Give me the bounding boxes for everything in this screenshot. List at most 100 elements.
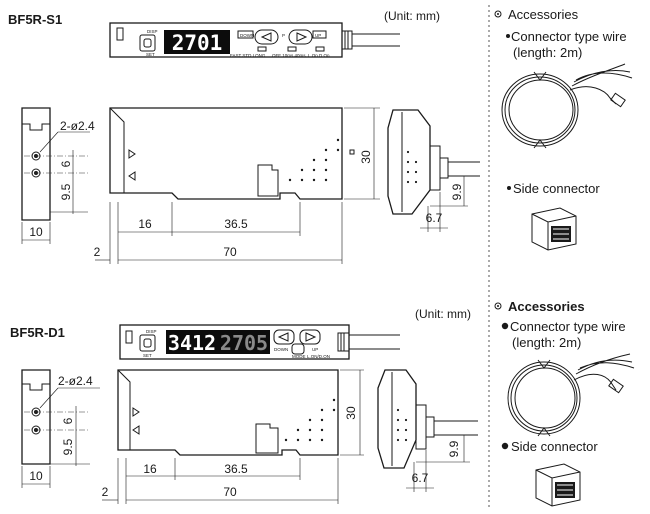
overhang-dim: 2 bbox=[94, 245, 101, 259]
rear-view-body bbox=[387, 109, 431, 215]
width-dim: 10 bbox=[29, 469, 43, 483]
cable-height-dim: 9.9 bbox=[447, 440, 461, 457]
accessory-wire-length: (length: 2m) bbox=[512, 335, 581, 350]
cable bbox=[352, 33, 400, 47]
dip-switch-1 bbox=[257, 46, 267, 52]
overhang-dim: 2 bbox=[102, 485, 109, 499]
side-view-body bbox=[117, 369, 339, 456]
seg-a-dim: 16 bbox=[143, 462, 157, 476]
model-title: BF5R-S1 bbox=[8, 12, 62, 27]
accessory-wire-length: (length: 2m) bbox=[513, 45, 582, 60]
rear-view-boot-tip bbox=[439, 157, 449, 179]
p-label: P bbox=[282, 33, 285, 38]
accessories-title: Accessories bbox=[508, 299, 585, 314]
hole-offset-dim: 9.5 bbox=[59, 183, 73, 200]
model-section-bf5r-s1: BF5R-S1 (Unit: mm) DISP SET 2701 DOWN P … bbox=[8, 9, 480, 264]
accessory-side-connector: Side connector bbox=[513, 181, 600, 196]
rear-view-body bbox=[377, 369, 417, 469]
hole-pitch-dim: 6 bbox=[59, 160, 73, 167]
unit-label: (Unit: mm) bbox=[415, 307, 471, 321]
down-label-box bbox=[237, 30, 254, 39]
up-button bbox=[299, 329, 321, 345]
set-label: SET bbox=[146, 52, 155, 57]
seg-a-dim: 16 bbox=[138, 217, 152, 231]
top-view-latch bbox=[125, 330, 133, 344]
down-button bbox=[273, 329, 295, 345]
hole-dia-dim: 2-ø2.4 bbox=[60, 119, 95, 133]
accessories-panel-2: Accessories Connector type wire (length:… bbox=[494, 299, 635, 507]
section-bullet-icon bbox=[494, 302, 502, 310]
side-connector-illustration bbox=[531, 207, 577, 251]
end-view: 2-ø2.4 6 9.5 10 bbox=[21, 369, 100, 488]
cable bbox=[349, 334, 400, 350]
up-label: UP bbox=[312, 347, 318, 352]
section-bullet-icon-dot bbox=[497, 305, 499, 307]
rear-view: 9.9 6.7 bbox=[377, 369, 478, 492]
connector-socket bbox=[257, 164, 279, 197]
accessories-title: Accessories bbox=[508, 7, 579, 22]
set-label: SET bbox=[143, 353, 152, 358]
lcd-display bbox=[164, 30, 230, 54]
rear-view-boot bbox=[429, 145, 441, 191]
rear-vent-grid bbox=[406, 150, 418, 184]
set-button-inner bbox=[143, 338, 152, 348]
up-arrow-icon bbox=[296, 32, 308, 42]
side-view-notch bbox=[349, 149, 355, 155]
indicator-arrow-icon bbox=[132, 425, 140, 435]
disp-label: DISP bbox=[146, 329, 157, 334]
switch-labels-2: OFF 10ms 40ms bbox=[272, 53, 306, 58]
hole-leader bbox=[39, 131, 59, 153]
switch-labels-3: L.On D.On bbox=[308, 53, 330, 58]
vent-grid bbox=[288, 138, 340, 182]
model-section-bf5r-d1: BF5R-D1 (Unit: mm) DISP SET 3412 2705 DO… bbox=[10, 307, 478, 504]
end-view: 2-ø2.4 6 9.5 10 bbox=[21, 107, 95, 244]
lon-label: L.ON/D.ON bbox=[307, 354, 330, 359]
height-dim: 30 bbox=[359, 150, 373, 164]
end-view-rail bbox=[22, 383, 50, 391]
indicator-arrow-icon bbox=[128, 171, 136, 181]
end-view-rail bbox=[22, 123, 50, 131]
cable-height-dim: 9.9 bbox=[450, 183, 464, 200]
dip-switch-2 bbox=[287, 46, 297, 52]
up-label: UP bbox=[315, 33, 321, 38]
lcd-main-value: 2701 bbox=[172, 31, 223, 55]
rear-view-cable bbox=[434, 420, 478, 436]
side-view-step bbox=[117, 369, 131, 450]
down-label: DOWN bbox=[274, 347, 288, 352]
list-bullet bbox=[507, 186, 511, 190]
vent-grid bbox=[284, 398, 336, 442]
mode-button bbox=[291, 343, 305, 355]
list-bullet bbox=[506, 34, 510, 38]
up-arrow-icon bbox=[305, 332, 317, 342]
hole-dia-dim: 2-ø2.4 bbox=[58, 374, 93, 388]
width-dim: 10 bbox=[29, 225, 43, 239]
hole-leader bbox=[39, 387, 59, 409]
switch-labels: FAST STD LONG bbox=[230, 53, 266, 58]
rear-view-cable bbox=[448, 161, 480, 177]
section-bullet-icon-dot bbox=[497, 13, 499, 15]
down-arrow-icon bbox=[260, 32, 272, 42]
side-view-step bbox=[109, 107, 125, 193]
length-dim: 70 bbox=[223, 245, 237, 259]
down-button bbox=[254, 29, 279, 45]
top-view-latch bbox=[116, 27, 124, 41]
model-title: BF5R-D1 bbox=[10, 325, 65, 340]
lcd-sub-value: 2705 bbox=[220, 331, 268, 355]
indicator-arrow-icon bbox=[132, 407, 140, 417]
accessories-panel-1: Accessories Connector type wire (length:… bbox=[494, 7, 633, 251]
coiled-wire-illustration bbox=[501, 63, 633, 149]
cable-width-dim: 6.7 bbox=[412, 471, 429, 485]
height-dim: 30 bbox=[344, 406, 358, 420]
seg-b-dim: 36.5 bbox=[224, 462, 248, 476]
list-bullet bbox=[501, 322, 509, 330]
hole-offset-dim: 9.5 bbox=[61, 438, 75, 455]
end-view-body bbox=[21, 107, 51, 221]
indicator-arrow-icon bbox=[128, 149, 136, 159]
down-arrow-icon bbox=[277, 332, 289, 342]
disp-label: DISP bbox=[147, 29, 158, 34]
cable-boot bbox=[341, 30, 353, 50]
seg-b-dim: 36.5 bbox=[224, 217, 248, 231]
accessory-wire-label: Connector type wire bbox=[510, 319, 626, 334]
side-connector-illustration bbox=[535, 463, 581, 507]
